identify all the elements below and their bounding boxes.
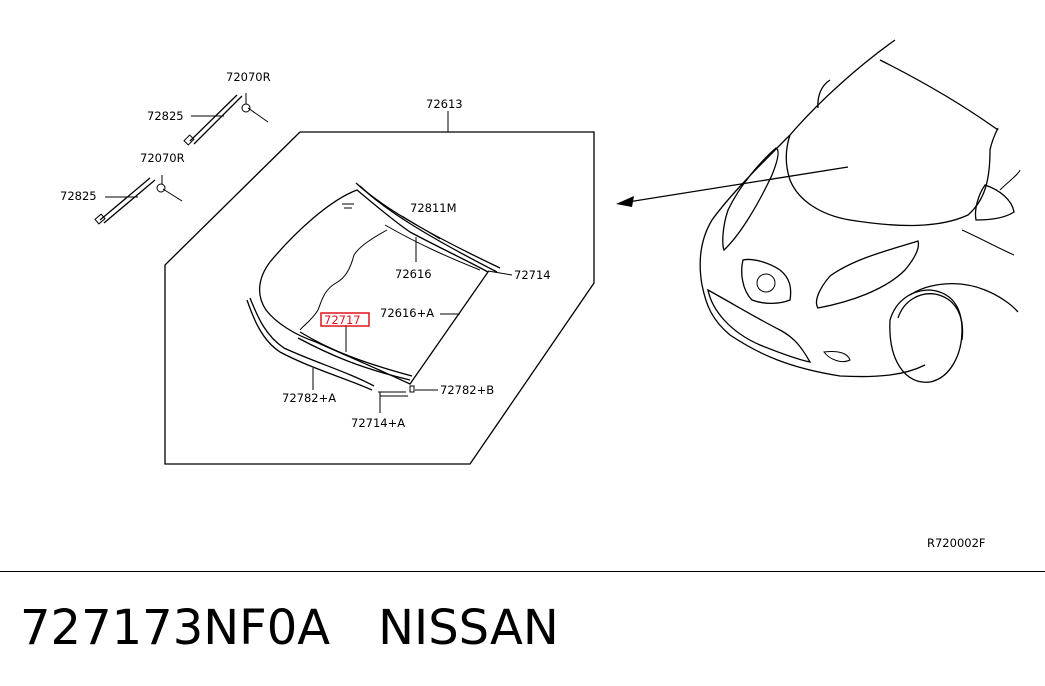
windshield-glass: [259, 189, 489, 385]
label-72714: 72714: [514, 268, 551, 282]
footer-divider: [0, 571, 1045, 572]
label-72811m: 72811M: [410, 201, 457, 215]
label-72782b: 72782+B: [440, 383, 494, 397]
part-labels: 72070R 72825 72070R 72825 72613 72811M 7…: [60, 70, 986, 550]
diagram-reference-code: R720002F: [927, 536, 986, 550]
parts-box-outline: [164, 111, 595, 465]
label-72717: 72717: [324, 313, 361, 327]
label-72070r-top: 72070R: [226, 70, 271, 84]
lower-moulding: [246, 297, 415, 397]
washer-nozzle-assembly-top: [183, 93, 269, 146]
car-illustration: [699, 39, 1021, 383]
highlight-box-72717: [320, 312, 370, 327]
diagram-canvas: 72070R 72825 72070R 72825 72613 72811M 7…: [60, 39, 1021, 550]
parts-diagram: 72070R 72825 72070R 72825 72613 72811M 7…: [60, 39, 1021, 550]
brand-name: NISSAN: [378, 600, 559, 656]
part-title: 727173NF0A NISSAN: [20, 596, 559, 660]
label-72070r-mid: 72070R: [140, 151, 185, 165]
label-72613: 72613: [426, 97, 463, 111]
label-72616a: 72616+A: [380, 306, 434, 320]
label-72616: 72616: [395, 267, 432, 281]
pointer-arrow: [616, 166, 849, 207]
top-moulding: [355, 182, 501, 273]
label-72825-top: 72825: [147, 109, 184, 123]
washer-nozzle-assembly-mid: [94, 175, 183, 225]
label-72825-mid: 72825: [60, 189, 97, 203]
part-number: 727173NF0A: [20, 600, 331, 656]
label-72714a: 72714+A: [351, 416, 405, 430]
leader-lines: [312, 215, 513, 413]
label-72782a: 72782+A: [282, 391, 336, 405]
